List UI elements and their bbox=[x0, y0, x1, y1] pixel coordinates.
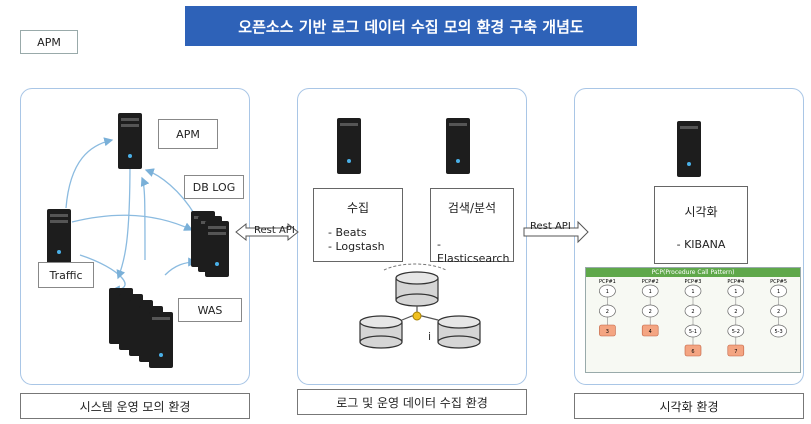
server-icon bbox=[149, 312, 173, 368]
rest-api-label-right: Rest API bbox=[530, 221, 571, 232]
pcp-column-label: PCP#5 bbox=[770, 279, 787, 285]
pcp-end-label: 3 bbox=[606, 329, 609, 335]
pcp-end-node bbox=[641, 324, 659, 337]
pcp-title: PCP(Procedure Call Pattern) bbox=[586, 268, 800, 277]
viz-box: 시각화 - KIBANA bbox=[654, 186, 748, 264]
pcp-node-label: 1 bbox=[777, 289, 780, 295]
pcp-end-label: 6 bbox=[691, 349, 694, 355]
dblog-label: DB LOG bbox=[184, 175, 244, 199]
pcp-node-label: 5-3 bbox=[775, 329, 783, 335]
flow-arrow bbox=[140, 176, 150, 261]
pcp-column-label: PCP#2 bbox=[642, 279, 659, 285]
apm-tag: APM bbox=[20, 30, 78, 54]
pcp-column-label: PCP#3 bbox=[685, 279, 702, 285]
diagram-title: 오픈소스 기반 로그 데이터 수집 모의 환경 구축 개념도 bbox=[185, 6, 637, 46]
collect-title: 수집 bbox=[346, 201, 370, 215]
flow-arrow bbox=[144, 168, 196, 216]
collect-item: - Logstash bbox=[328, 240, 385, 253]
pcp-end-label: 7 bbox=[734, 349, 737, 355]
pcp-column-label: PCP#4 bbox=[727, 279, 744, 285]
rest-api-arrow-left bbox=[235, 222, 299, 242]
visualization-caption: 시각화 환경 bbox=[574, 393, 804, 419]
collect-item: - Beats bbox=[328, 226, 367, 239]
server-icon bbox=[677, 121, 701, 177]
server-icon bbox=[337, 118, 361, 174]
collection-caption: 로그 및 운영 데이터 수집 환경 bbox=[297, 389, 527, 415]
pcp-node-label: 1 bbox=[734, 289, 737, 295]
server-icon bbox=[205, 221, 229, 277]
apm-label: APM bbox=[158, 119, 218, 149]
pcp-node-label: 1 bbox=[691, 289, 694, 295]
pcp-end-label: 4 bbox=[649, 329, 652, 335]
svg-text:i: i bbox=[428, 330, 431, 343]
pcp-node-label: 2 bbox=[691, 309, 694, 315]
search-title: 검색/분석 bbox=[447, 201, 497, 215]
rest-api-label-left: Rest API bbox=[254, 225, 295, 236]
database-cluster: i bbox=[359, 263, 481, 349]
server-icon bbox=[118, 113, 142, 169]
system-caption: 시스템 운영 모의 환경 bbox=[20, 393, 250, 419]
flow-arrow bbox=[71, 214, 194, 231]
pcp-node-label: 2 bbox=[734, 309, 737, 315]
pcp-node-label: 1 bbox=[606, 289, 609, 295]
pcp-node-label: 5-1 bbox=[689, 329, 697, 335]
pcp-node-label: 2 bbox=[777, 309, 780, 315]
pcp-node bbox=[770, 324, 787, 338]
pcp-node-label: 1 bbox=[649, 289, 652, 295]
search-box: 검색/분석 - Elasticsearch bbox=[430, 188, 514, 265]
pcp-end-node bbox=[599, 324, 616, 337]
viz-title: 시각화 bbox=[684, 205, 718, 219]
pcp-column-label: PCP#1 bbox=[599, 279, 616, 285]
flow-arrow bbox=[65, 137, 114, 209]
rest-api-arrow-right bbox=[523, 220, 589, 244]
pcp-node-label: 5-2 bbox=[732, 329, 740, 335]
pcp-node-label: 2 bbox=[606, 309, 609, 315]
pcp-end-node bbox=[684, 344, 702, 357]
server-icon bbox=[446, 118, 470, 174]
server-icon bbox=[47, 209, 71, 265]
traffic-label: Traffic bbox=[38, 262, 94, 288]
pcp-graph: PCP#1 1 2 3 PCP#2 1 2 4 PCP#3 1 2 5-1 6 PCP#4 1 2 5-2 7 PC… bbox=[599, 279, 787, 357]
pcp-end-node bbox=[727, 344, 745, 357]
flow-arrow bbox=[116, 161, 131, 280]
pcp-node-label: 2 bbox=[649, 309, 652, 315]
viz-item: - KIBANA bbox=[676, 238, 726, 251]
search-item: - Elasticsearch bbox=[437, 238, 510, 265]
was-label: WAS bbox=[178, 298, 242, 322]
collect-box: 수집 - Beats - Logstash bbox=[313, 188, 403, 262]
